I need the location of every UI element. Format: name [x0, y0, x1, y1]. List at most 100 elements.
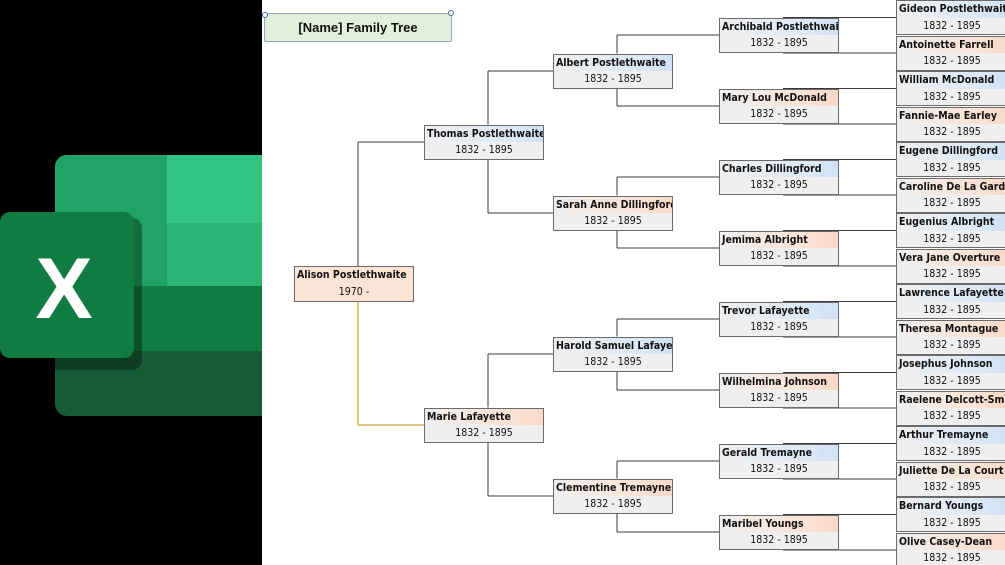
person-name: Wilhelmina Johnson — [720, 373, 838, 390]
person-name: Olive Casey-Dean — [897, 533, 1005, 550]
person-dates: 1832 - 1895 — [923, 55, 981, 67]
person-box[interactable]: Thomas Postlethwaite 1832 - 1895 — [424, 124, 544, 160]
person-dates: 1832 - 1895 — [584, 498, 642, 510]
person-name: Josephus Johnson — [897, 356, 1005, 373]
person-box[interactable]: Fannie-Mae Earley 1832 - 1895 — [896, 106, 1005, 142]
person-name: Mary Lou McDonald — [720, 89, 838, 106]
person-name: Arthur Tremayne — [897, 427, 1005, 444]
person-dates: 1832 - 1895 — [584, 215, 642, 227]
person-dates: 1832 - 1895 — [455, 144, 513, 156]
person-name: Thomas Postlethwaite — [425, 125, 543, 142]
person-box[interactable]: Jemima Albright 1832 - 1895 — [719, 230, 839, 266]
person-dates: 1832 - 1895 — [455, 427, 513, 439]
person-dates: 1832 - 1895 — [923, 481, 981, 493]
person-name: Eugene Dillingford — [897, 143, 1005, 160]
person-dates: 1970 - — [338, 286, 370, 298]
person-box[interactable]: Gerald Tremayne 1832 - 1895 — [719, 443, 839, 479]
person-name: Maribel Youngs — [720, 515, 838, 532]
person-name: Theresa Montague — [897, 320, 1005, 337]
resize-handle-top-right[interactable] — [448, 10, 454, 16]
person-name: Archibald Postlethwaite — [720, 18, 838, 35]
person-box[interactable]: Charles Dillingford 1832 - 1895 — [719, 159, 839, 195]
person-box[interactable]: Alison Postlethwaite 1970 - — [294, 266, 414, 302]
person-box[interactable]: Vera Jane Overture 1832 - 1895 — [896, 248, 1005, 284]
person-dates: 1832 - 1895 — [923, 339, 981, 351]
person-dates: 1832 - 1895 — [923, 197, 981, 209]
person-name: Bernard Youngs — [897, 498, 1005, 515]
person-box[interactable]: Raelene Delcott-Smith 1832 - 1895 — [896, 390, 1005, 426]
person-name: Harold Samuel Lafayette — [554, 337, 672, 354]
person-box[interactable]: Wilhelmina Johnson 1832 - 1895 — [719, 372, 839, 408]
person-dates: 1832 - 1895 — [923, 161, 981, 174]
person-name: Albert Postlethwaite — [554, 54, 672, 71]
person-box[interactable]: Caroline De La Garde 1832 - 1895 — [896, 177, 1005, 213]
person-dates: 1832 - 1895 — [750, 534, 808, 546]
person-name: Gideon Postlethwaite — [897, 1, 1005, 18]
person-dates: 1832 - 1895 — [750, 463, 808, 475]
excel-logo-panel: X — [0, 0, 262, 565]
person-name: Alison Postlethwaite — [297, 269, 407, 281]
person-dates: 1832 - 1895 — [584, 73, 642, 85]
person-box[interactable]: Olive Casey-Dean 1832 - 1895 — [896, 532, 1005, 565]
person-box[interactable]: Theresa Montague 1832 - 1895 — [896, 319, 1005, 355]
family-tree-canvas: [Name] Family Tree Alison Postlethwaite 1… — [262, 0, 1005, 565]
person-name: Eugenius Albright — [897, 214, 1005, 231]
person-dates: 1832 - 1895 — [923, 303, 981, 316]
person-name: Charles Dillingford — [720, 160, 838, 177]
person-name: Raelene Delcott-Smith — [897, 391, 1005, 408]
person-name: Jemima Albright — [720, 231, 838, 248]
person-box[interactable]: Trevor Lafayette 1832 - 1895 — [719, 301, 839, 337]
person-name: Clementine Tremayne — [554, 479, 672, 496]
person-dates: 1832 - 1895 — [923, 552, 981, 564]
person-dates: 1832 - 1895 — [750, 250, 808, 262]
person-dates: 1832 - 1895 — [923, 126, 981, 138]
excel-logo-icon: X — [0, 155, 262, 416]
person-box[interactable]: Harold Samuel Lafayette 1832 - 1895 — [553, 336, 673, 372]
person-box[interactable]: Albert Postlethwaite 1832 - 1895 — [553, 53, 673, 89]
person-name: Juliette De La Court — [897, 462, 1005, 479]
resize-handle-top-left[interactable] — [262, 12, 268, 18]
person-box[interactable]: Maribel Youngs 1832 - 1895 — [719, 514, 839, 550]
person-dates: 1832 - 1895 — [923, 90, 981, 103]
excel-logo-letter: X — [35, 241, 92, 337]
person-name: Gerald Tremayne — [720, 444, 838, 461]
person-box[interactable]: Archibald Postlethwaite 1832 - 1895 — [719, 17, 839, 53]
tree-title[interactable]: [Name] Family Tree — [264, 13, 452, 42]
person-box[interactable]: Juliette De La Court 1832 - 1895 — [896, 461, 1005, 497]
person-box[interactable]: Marie Lafayette 1832 - 1895 — [424, 407, 544, 443]
person-dates: 1832 - 1895 — [923, 374, 981, 387]
person-name: Fannie-Mae Earley — [897, 107, 1005, 124]
person-dates: 1832 - 1895 — [750, 108, 808, 120]
person-name: Vera Jane Overture — [897, 249, 1005, 266]
connector-lines — [357, 17, 896, 551]
person-dates: 1832 - 1895 — [750, 179, 808, 191]
person-dates: 1832 - 1895 — [584, 356, 642, 368]
person-dates: 1832 - 1895 — [750, 321, 808, 333]
person-box[interactable]: Sarah Anne Dillingford 1832 - 1895 — [553, 195, 673, 231]
person-dates: 1832 - 1895 — [923, 232, 981, 245]
person-dates: 1832 - 1895 — [923, 268, 981, 280]
person-dates: 1832 - 1895 — [923, 410, 981, 422]
person-dates: 1832 - 1895 — [750, 37, 808, 49]
person-name: Lawrence Lafayette — [897, 285, 1005, 302]
person-box[interactable]: Mary Lou McDonald 1832 - 1895 — [719, 88, 839, 124]
person-box[interactable]: Clementine Tremayne 1832 - 1895 — [553, 478, 673, 514]
person-name: Sarah Anne Dillingford — [554, 196, 672, 213]
person-dates: 1832 - 1895 — [923, 445, 981, 458]
person-name: Trevor Lafayette — [720, 302, 838, 319]
person-dates: 1832 - 1895 — [750, 392, 808, 404]
person-dates: 1832 - 1895 — [923, 19, 981, 32]
person-name: Marie Lafayette — [425, 408, 543, 425]
person-dates: 1832 - 1895 — [923, 516, 981, 529]
person-name: William McDonald — [897, 72, 1005, 89]
person-name: Caroline De La Garde — [897, 178, 1005, 195]
